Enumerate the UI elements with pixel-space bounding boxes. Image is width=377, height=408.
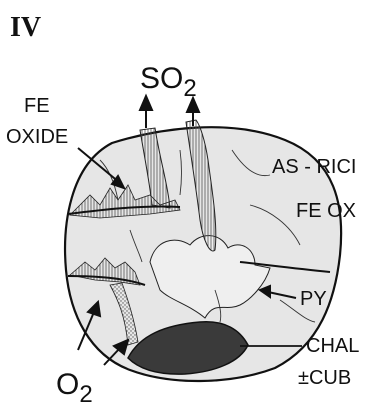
so2-label: SO2 <box>140 62 197 102</box>
as-rich-label: AS - RICI <box>272 156 356 178</box>
fe-oxide-label-line2: OXIDE <box>6 126 68 148</box>
py-label: PY <box>300 288 327 310</box>
o2-label: O2 <box>56 368 93 408</box>
panel-label: IV <box>10 12 41 43</box>
fe-ox-label: FE OX <box>296 200 356 222</box>
fe-oxide-label-line1: FE <box>24 95 50 117</box>
chal-label: CHAL <box>306 335 359 357</box>
cub-label: ±CUB <box>298 367 351 389</box>
